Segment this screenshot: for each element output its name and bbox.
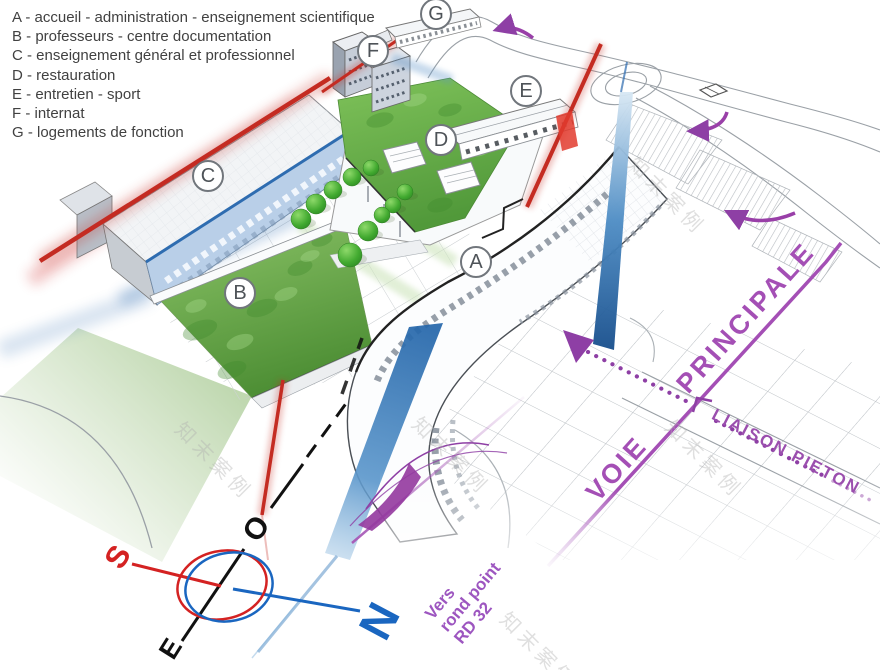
pedestrian-arrowhead-icon [563,330,594,363]
building-marker-a: A [460,246,492,278]
annex-building [59,181,113,259]
legend-item-c: C - enseignement général et professionne… [12,47,295,65]
parking-hatch-areas [605,103,843,283]
entrance-arcs [349,442,508,531]
glass-band-a [251,323,443,659]
compass-rose [131,337,364,642]
building-marker-c: C [192,160,224,192]
building-marker-f: F [357,35,389,67]
flow-line-red-center [257,41,607,561]
pedestrian-dotted-path [585,349,874,503]
glass-band-right [593,61,633,350]
voie-principale-line [546,241,843,568]
ground-fade [380,470,880,590]
legend-item-b: B - professeurs - centre documentation [12,28,272,46]
legend-item-d: D - restauration [12,66,116,84]
site-boundary-arc [0,395,153,549]
legend-item-e: E - entretien - sport [12,85,141,103]
small-house-outline [698,83,729,98]
building-marker-b: B [224,277,256,309]
building-marker-d: D [425,124,457,156]
flow-line-red-c [36,72,334,267]
building-b-green-roof [149,217,383,409]
flow-glow-blue-f [390,53,454,85]
legend-item-f: F - internat [12,105,85,123]
building-c-shape [102,94,356,307]
trees [290,159,418,268]
green-landscape-wash [0,328,252,562]
legend-item-g: G - logements de fonction [12,124,184,142]
legend-item-a: A - accueil - administration - enseignem… [12,9,375,26]
legend: A - accueil - administration - enseignem… [12,8,375,142]
building-marker-e: E [510,75,542,107]
traffic-arrow-icons [492,13,796,231]
building-marker-g: G [420,0,452,30]
